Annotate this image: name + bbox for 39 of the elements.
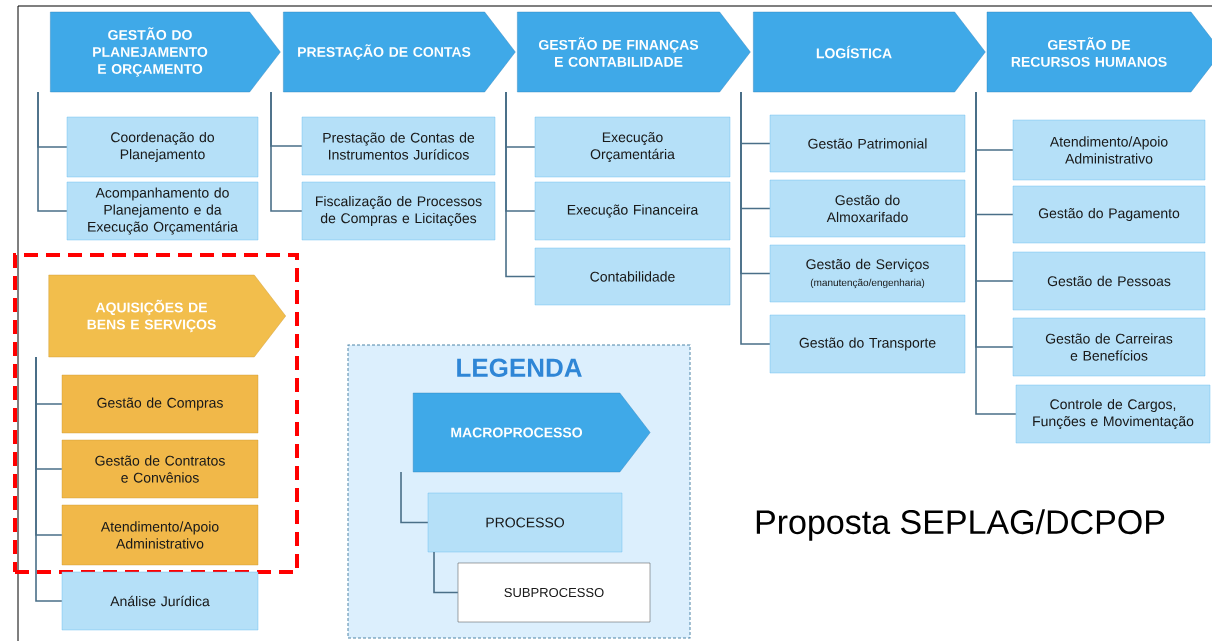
connector-line bbox=[37, 91, 68, 212]
process-box: Gestão do Transporte bbox=[769, 314, 966, 374]
process-box: Controle de Cargos, Funções e Movimentação bbox=[1015, 384, 1211, 444]
subprocess-box: SUBPROCESSO bbox=[457, 562, 651, 623]
macroprocess-banner: GESTÃO DO PLANEJAMENTO E ORÇAMENTO bbox=[50, 11, 281, 93]
process-box: Gestão Patrimonial bbox=[769, 114, 966, 173]
process-box: Execução Orçamentária bbox=[534, 116, 731, 178]
connector-line bbox=[400, 471, 429, 524]
connector-line bbox=[433, 551, 459, 594]
process-box: Gestão de Compras bbox=[61, 374, 259, 434]
process-box: Gestão de Contratos e Convênios bbox=[61, 439, 259, 499]
connector-line bbox=[505, 91, 536, 278]
process-box: Gestão do Almoxarifado bbox=[769, 179, 966, 238]
process-box: Fiscalização de Processos de Compras e Licitações bbox=[301, 181, 496, 241]
caption-text: Proposta SEPLAG/DCPOP bbox=[756, 509, 1165, 541]
process-box: PROCESSO bbox=[427, 492, 623, 553]
process-box: Execução Financeira bbox=[534, 181, 731, 241]
connector-line bbox=[270, 91, 303, 212]
process-box: Atendimento/Apoio Administrativo bbox=[1012, 119, 1206, 181]
process-box: Acompanhamento do Planejamento e da Execução Orçamentária bbox=[66, 181, 259, 241]
process-box: Gestão de Serviços (manutenção/engenharia) bbox=[769, 244, 966, 303]
process-box: Prestação de Contas de Instrumentos Jurídicos bbox=[301, 116, 496, 176]
connector-line bbox=[975, 91, 1017, 415]
process-box: Contabilidade bbox=[534, 247, 731, 306]
process-box: Atendimento/Apoio Administrativo bbox=[61, 504, 259, 566]
macroprocess-banner: LOGÍSTICA bbox=[753, 11, 986, 93]
macroprocess-banner: PRESTAÇÃO DE CONTAS bbox=[283, 11, 516, 93]
highlight-frame bbox=[13, 253, 299, 574]
macroprocess-banner: GESTÃO DE FINANÇAS E CONTABILIDADE bbox=[517, 11, 751, 93]
macroprocess-banner: AQUISIÇÕES DE BENS E SERVIÇOS bbox=[48, 274, 286, 358]
connector-line bbox=[740, 91, 771, 345]
process-box: Gestão do Pagamento bbox=[1012, 185, 1206, 244]
process-box: Análise Jurídica bbox=[61, 571, 259, 631]
process-box: Gestão de Pessoas bbox=[1012, 251, 1206, 311]
macroprocess-banner: MACROPROCESSO bbox=[412, 392, 651, 473]
connector-line bbox=[35, 356, 63, 602]
process-box: Coordenação do Planejamento bbox=[66, 116, 259, 178]
process-box: Gestão de Carreiras e Benefícios bbox=[1012, 317, 1206, 377]
macroprocess-banner: GESTÃO DE RECURSOS HUMANOS bbox=[986, 11, 1212, 93]
